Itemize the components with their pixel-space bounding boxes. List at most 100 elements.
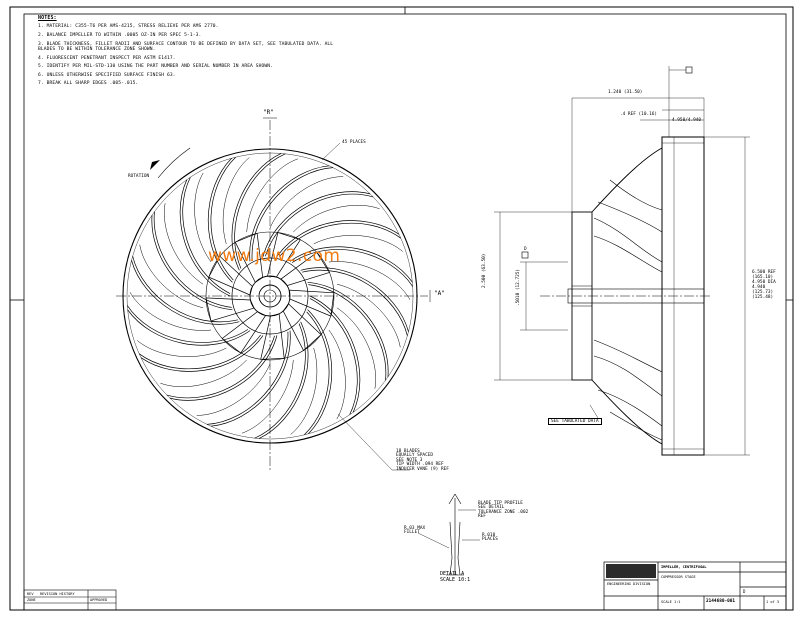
main-blade <box>279 222 401 258</box>
dim-value: 1.240 <box>608 90 622 95</box>
inner-border <box>23 13 787 611</box>
inducer-vane <box>221 311 267 354</box>
main-blade <box>206 331 289 425</box>
side-dim-line: (125.48) <box>752 295 774 300</box>
main-blade <box>265 193 374 257</box>
rotation-arrow <box>157 147 191 179</box>
main-blade <box>169 335 278 401</box>
datum-top-label: "R" <box>263 109 274 116</box>
detail-note-line: BLADE TIP PROFILE <box>478 501 523 506</box>
main-blade <box>262 191 371 257</box>
section-blade-curve <box>593 355 663 397</box>
side-dim-line: (165.10) <box>752 275 774 280</box>
rev-block <box>23 589 117 611</box>
note-7: 7. BREAK ALL SHARP EDGES .005-.015. <box>38 81 139 87</box>
splitter-blade <box>194 172 212 263</box>
main-blade <box>307 281 389 377</box>
dim-value: 2.500 <box>482 274 487 288</box>
rev-approved: APPROVED <box>90 598 108 602</box>
section-blade-curve <box>593 339 663 373</box>
tb-company: ENGINEERING DIVISION <box>607 582 651 586</box>
inducer-vane <box>267 232 301 278</box>
side-dim-line: 4.940 <box>752 285 766 290</box>
main-blade <box>276 220 400 257</box>
main-blade <box>300 267 409 332</box>
dim-dia-top: 4.950/4.940 <box>672 118 701 123</box>
side-dim-line: 6.500 REF <box>752 270 776 275</box>
detail-title-text: DETAIL A <box>440 571 465 577</box>
main-blade <box>131 260 240 325</box>
note-6: 6. UNLESS OTHERWISE SPECIFIED SURFACE FI… <box>38 72 176 78</box>
splitter-blade <box>222 157 250 244</box>
main-blade <box>207 158 233 283</box>
detail-note-top: BLADE TIP PROFILE SEE DETAIL TOLERANCE Z… <box>478 501 529 520</box>
main-blade <box>166 335 275 399</box>
main-blade <box>153 211 232 308</box>
inducer-vanes <box>205 232 335 360</box>
dim-top-a: .4 REF (10.16) <box>620 112 657 117</box>
main-blade <box>302 269 408 336</box>
detail-note-line: R.03 MAX <box>404 526 426 531</box>
dim-ref: (63.50) <box>482 253 487 273</box>
rev-zone: ZONE <box>27 598 36 602</box>
main-blade <box>231 153 282 271</box>
main-blade <box>140 335 264 372</box>
splitter-blade <box>137 340 227 357</box>
splitter-blade <box>139 244 204 309</box>
splitter-blade <box>293 205 380 233</box>
detail-note-line: FILLET <box>404 530 420 536</box>
dim-value: .4 REF <box>620 112 636 117</box>
detail-note-line: SEE DETAIL <box>478 505 505 511</box>
main-blade <box>289 246 413 283</box>
splitter-blade <box>196 363 271 416</box>
note-5: 5. IDENTIFY PER MIL-STD-130 USING THE PA… <box>38 64 273 70</box>
main-blade <box>179 179 231 297</box>
zone-ticks <box>10 7 793 301</box>
dim-ref: (12.725) <box>516 268 521 291</box>
detail-title: DETAIL A SCALE 10:1 <box>440 571 470 583</box>
rev-desc: REVISION HISTORY <box>40 592 75 596</box>
detail-note-line: TOLERANCE ZONE .002 <box>478 509 529 515</box>
rotation-label: ROTATION <box>128 174 150 179</box>
main-blade <box>151 215 233 311</box>
main-blade <box>309 298 358 415</box>
main-blade <box>249 165 330 262</box>
note-4: 4. FLUORESCENT PENETRANT INSPECT PER AST… <box>38 55 176 61</box>
detail-note-line: R.010 <box>482 533 496 538</box>
note-1: 1. MATERIAL: C355-T6 PER AMS-4215, STRES… <box>38 24 219 30</box>
inducer-vane <box>205 297 255 322</box>
dim-hub: 2.500 (63.50) <box>482 254 487 288</box>
inducer-vane <box>288 289 335 317</box>
tb-title: IMPELLER, CENTRIFUGAL <box>661 565 707 569</box>
inducer-vane <box>280 251 331 286</box>
blade-set-main <box>127 153 413 439</box>
blade-callout-line: 18 BLADES <box>396 449 420 454</box>
title-block <box>603 561 787 611</box>
inducer-vane <box>282 303 322 352</box>
splitter-blade <box>313 235 403 252</box>
dim-ref: (31.50) <box>623 90 643 95</box>
detail-note-line: PLACES <box>482 537 498 543</box>
main-blade <box>210 330 291 427</box>
detail-a-view <box>417 493 480 576</box>
detail-note-left: R.03 MAX FILLET <box>404 526 426 536</box>
splitter-blade <box>129 292 212 331</box>
leader-tip-label: 45 PLACES <box>342 140 366 145</box>
splitter-blade <box>328 261 411 300</box>
tb-title2: COMPRESSOR STAGE <box>661 575 696 579</box>
tb-size: D <box>743 589 746 594</box>
blade-callout-line: SEE NOTE 3 <box>396 457 423 463</box>
tb-scale: SCALE 1:1 <box>661 600 681 604</box>
datum-right-label: "A" <box>434 290 445 297</box>
main-blade <box>291 249 413 287</box>
blade-callout-line: TIP WIDTH .094 REF <box>396 462 444 468</box>
main-blade <box>182 177 231 294</box>
side-dims: 6.500 REF (165.10) 4.950 DIA 4.940 (125.… <box>752 270 776 300</box>
section-dimensions <box>494 66 750 456</box>
main-blade <box>258 321 309 439</box>
section-blade-curve <box>593 217 663 263</box>
splitter-blade <box>164 203 204 285</box>
splitter-blade <box>246 158 299 233</box>
splitter-blade <box>290 348 318 435</box>
